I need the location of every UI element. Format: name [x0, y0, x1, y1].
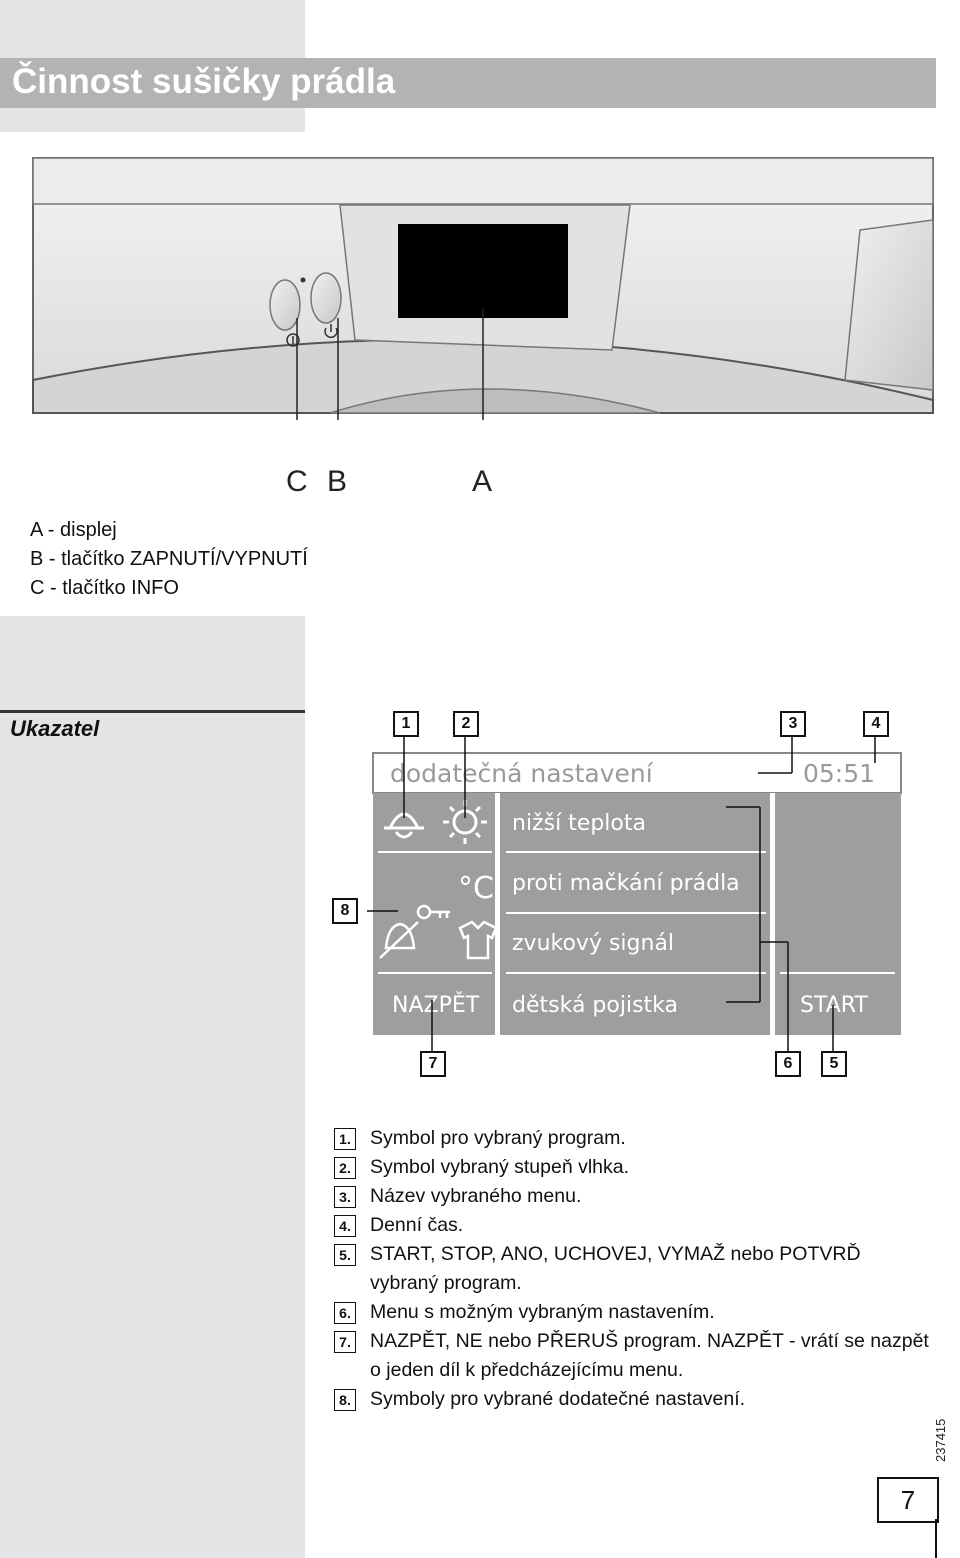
item-text: Denní čas.	[370, 1214, 464, 1236]
item-text: Symbol pro vybraný program.	[370, 1127, 626, 1149]
item-number: 2.	[334, 1157, 356, 1179]
item-number: 7.	[334, 1331, 356, 1353]
callout-b: B	[327, 465, 348, 498]
list-item: 2. Symbol vybraný stupeň vlhka.	[334, 1153, 934, 1182]
menu-item-anti-crease[interactable]: proti mačkání prádla	[512, 871, 740, 896]
marker-3: 3	[780, 711, 806, 737]
list-item: 5. START, STOP, ANO, UCHOVEJ, VYMAŽ nebo …	[334, 1240, 934, 1298]
anti-crease-shirt-icon	[458, 920, 498, 960]
document-code: 237415	[933, 1418, 948, 1462]
legend-info-button: C - tlačítko INFO	[30, 577, 179, 599]
child-lock-key-icon	[416, 904, 450, 920]
marker-6: 6	[775, 1051, 801, 1077]
lower-temperature-icon: °C	[458, 871, 494, 906]
legend-power-button: B - tlačítko ZAPNUTÍ/VYPNUTÍ	[30, 548, 308, 570]
marker-7: 7	[420, 1051, 446, 1077]
item-text: START, STOP, ANO, UCHOVEJ, VYMAŽ nebo PO…	[370, 1243, 861, 1294]
list-item: 7. NAZPĚT, NE nebo PŘERUŠ program. NAZPĚT…	[334, 1327, 934, 1385]
description-list: 1. Symbol pro vybraný program. 2. Symbol v…	[334, 1124, 934, 1414]
callout-lines	[367, 735, 834, 1052]
menu-item-lower-temperature[interactable]: nižší teplota	[512, 811, 646, 836]
item-number: 8.	[334, 1389, 356, 1411]
display-time: 05:51	[803, 759, 875, 788]
legend-display: A - displej	[30, 519, 117, 541]
page-number: 7	[877, 1477, 939, 1523]
list-item: 4. Denní čas.	[334, 1211, 934, 1240]
item-text: NAZPĚT, NE nebo PŘERUŠ program. NAZPĚT -…	[370, 1330, 929, 1381]
list-item: 1. Symbol pro vybraný program.	[334, 1124, 934, 1153]
callout-c: C	[286, 465, 308, 498]
info-icon	[286, 333, 300, 347]
power-icon	[324, 327, 338, 338]
sound-off-icon	[379, 921, 419, 959]
list-item: 6. Menu s možným vybraným nastavením.	[334, 1298, 934, 1327]
section-title: Ukazatel	[10, 716, 100, 741]
marker-1: 1	[393, 711, 419, 737]
menu-item-sound-signal[interactable]: zvukový signál	[512, 931, 674, 956]
menu-item-child-lock[interactable]: dětská pojistka	[512, 993, 678, 1018]
item-number: 1.	[334, 1128, 356, 1150]
page-title: Činnost sušičky prádla	[12, 62, 396, 101]
display-header: dodatečná nastavení	[390, 759, 654, 788]
sidebar-band-bottom	[0, 616, 305, 1558]
item-text: Symbol vybraný stupeň vlhka.	[370, 1156, 630, 1178]
dryer-control-panel-illustration	[32, 157, 934, 420]
program-symbol-icon	[384, 812, 424, 839]
start-button-label[interactable]: START	[800, 993, 868, 1018]
back-button-label[interactable]: NAZPĚT	[392, 992, 480, 1018]
item-text: Název vybraného menu.	[370, 1185, 582, 1207]
page-number-rule	[935, 1519, 937, 1558]
display-screen-illustration: dodatečná nastavení 05:51 °C	[367, 735, 902, 1052]
list-item: 8. Symboly pro vybrané dodatečné nastaven…	[334, 1385, 934, 1414]
item-number: 4.	[334, 1215, 356, 1237]
item-number: 5.	[334, 1244, 356, 1266]
marker-5: 5	[821, 1051, 847, 1077]
section-rule	[0, 710, 305, 713]
item-text: Menu s možným vybraným nastavením.	[370, 1301, 715, 1323]
item-number: 3.	[334, 1186, 356, 1208]
callout-a: A	[472, 465, 493, 498]
list-item: 3. Název vybraného menu.	[334, 1182, 934, 1211]
marker-8: 8	[332, 898, 358, 924]
title-bar	[0, 58, 936, 108]
item-number: 6.	[334, 1302, 356, 1324]
marker-2: 2	[453, 711, 479, 737]
marker-4: 4	[863, 711, 889, 737]
item-text: Symboly pro vybrané dodatečné nastavení.	[370, 1388, 746, 1410]
